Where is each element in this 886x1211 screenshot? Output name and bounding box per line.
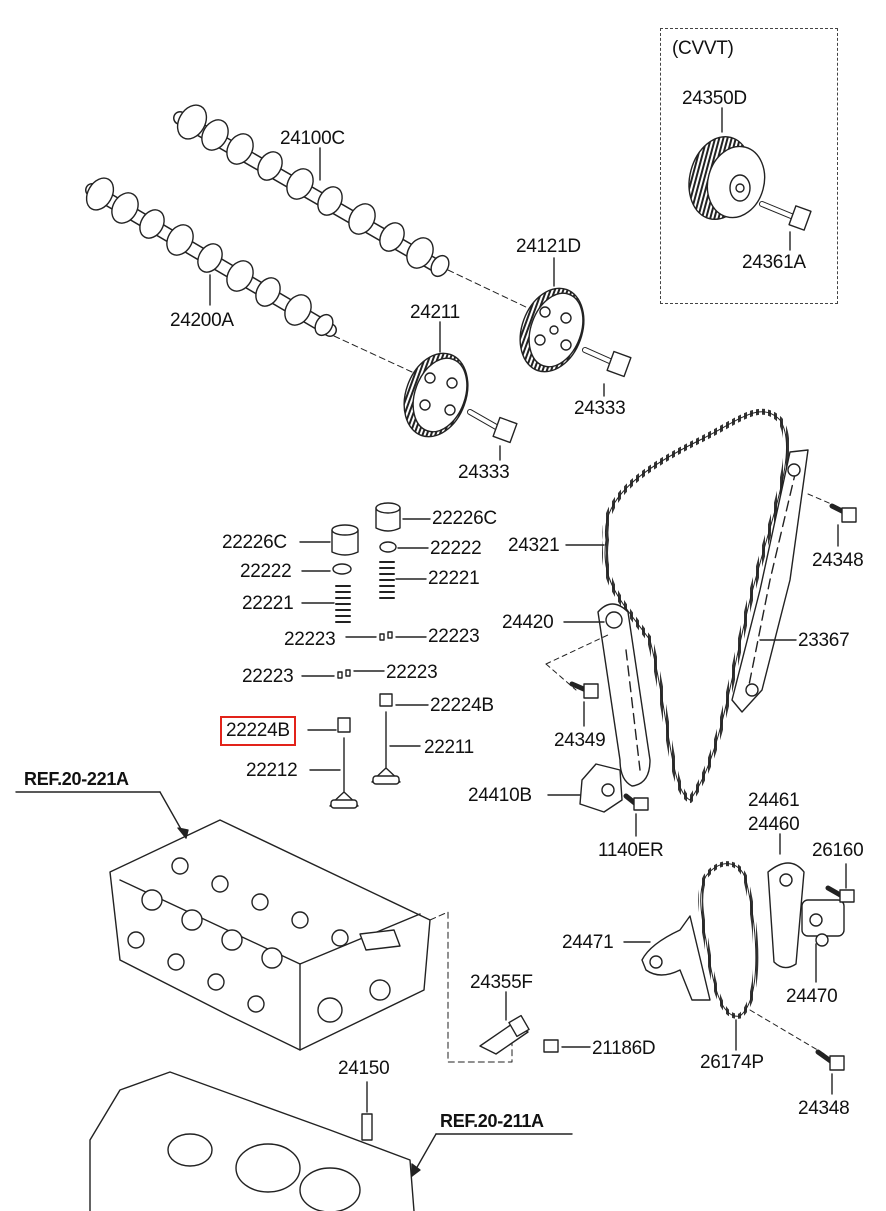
part-22222-right[interactable]: 22222 xyxy=(430,538,482,559)
chain-tensioner-24410B xyxy=(579,763,623,813)
part-24150[interactable]: 24150 xyxy=(338,1058,390,1079)
part-24350D[interactable]: 24350D xyxy=(682,88,747,109)
part-24333-lower[interactable]: 24333 xyxy=(458,462,510,483)
part-24410B[interactable]: 24410B xyxy=(468,785,532,806)
timing-chain-24321 xyxy=(601,408,790,803)
bolt-24361A xyxy=(759,201,812,231)
part-24420[interactable]: 24420 xyxy=(502,612,554,633)
part-24121D[interactable]: 24121D xyxy=(516,236,581,257)
part-24460[interactable]: 24460 xyxy=(748,814,800,835)
part-22223-2[interactable]: 22223 xyxy=(428,626,480,647)
part-24211[interactable]: 24211 xyxy=(410,302,460,323)
part-23367[interactable]: 23367 xyxy=(798,630,850,651)
tensioner-24470 xyxy=(801,899,845,947)
part-24471[interactable]: 24471 xyxy=(562,932,614,953)
part-22211[interactable]: 22211 xyxy=(424,737,474,758)
bolt-24348-lower xyxy=(815,1049,845,1071)
part-24200A[interactable]: 24200A xyxy=(170,310,234,331)
ref-20-221A[interactable]: REF.20-221A xyxy=(24,769,129,789)
bolt-24333-lower xyxy=(467,409,518,444)
part-24100C[interactable]: 24100C xyxy=(280,128,345,149)
balance-chain-26174P xyxy=(698,861,759,1019)
cvvt-label: (CVVT) xyxy=(672,38,734,59)
part-22223-1[interactable]: 22223 xyxy=(284,629,336,650)
part-24355F[interactable]: 24355F xyxy=(470,972,533,993)
bolt-24349 xyxy=(569,681,599,699)
chain-guide-23367 xyxy=(731,449,809,713)
part-22224B-highlighted[interactable]: 22224B xyxy=(220,716,296,746)
ref-20-211A[interactable]: REF.20-211A xyxy=(440,1111,544,1131)
part-24361A[interactable]: 24361A xyxy=(742,252,806,273)
bolt-1140ER xyxy=(623,793,649,811)
part-24470[interactable]: 24470 xyxy=(786,986,838,1007)
cvvt-sprocket xyxy=(688,135,766,221)
part-26174P[interactable]: 26174P xyxy=(700,1052,764,1073)
part-24348-lower[interactable]: 24348 xyxy=(798,1098,850,1119)
valve-train xyxy=(329,502,401,809)
part-22212[interactable]: 22212 xyxy=(246,760,298,781)
cvvt-group-box xyxy=(660,28,838,304)
bolt-24333-upper xyxy=(582,347,632,378)
part-22226C-right[interactable]: 22226C xyxy=(432,508,497,529)
oil-jet-24150 xyxy=(361,1113,373,1141)
cylinder-block xyxy=(89,1071,415,1211)
part-24333-upper[interactable]: 24333 xyxy=(574,398,626,419)
bolt-21186D xyxy=(543,1039,559,1053)
camshaft-exhaust xyxy=(173,104,450,278)
cylinder-head xyxy=(109,819,431,1051)
bolt-24348-upper xyxy=(807,493,857,523)
part-22223-3[interactable]: 22223 xyxy=(242,666,294,687)
part-22222-left[interactable]: 22222 xyxy=(240,561,292,582)
oil-control-valve-24355F xyxy=(479,1014,530,1055)
part-26160[interactable]: 26160 xyxy=(812,840,864,861)
guide-24460 xyxy=(767,862,805,969)
part-24349[interactable]: 24349 xyxy=(554,730,606,751)
part-22221-left[interactable]: 22221 xyxy=(242,593,294,614)
bolt-26160 xyxy=(825,885,855,903)
part-22221-right[interactable]: 22221 xyxy=(428,568,480,589)
guide-24471 xyxy=(641,915,711,1001)
part-24348-upper[interactable]: 24348 xyxy=(812,550,864,571)
part-22223-4[interactable]: 22223 xyxy=(386,662,438,683)
part-24321[interactable]: 24321 xyxy=(508,535,560,556)
cam-sprocket-24121D xyxy=(519,287,585,373)
part-24461[interactable]: 24461 xyxy=(748,790,800,811)
cam-sprocket-24211 xyxy=(403,352,469,438)
part-21186D[interactable]: 21186D xyxy=(592,1038,656,1059)
camshaft-intake xyxy=(85,177,337,337)
part-22224B-right[interactable]: 22224B xyxy=(430,695,494,716)
tensioner-arm-24420 xyxy=(597,603,651,787)
part-1140ER[interactable]: 1140ER xyxy=(598,840,664,861)
part-22226C-left[interactable]: 22226C xyxy=(222,532,287,553)
